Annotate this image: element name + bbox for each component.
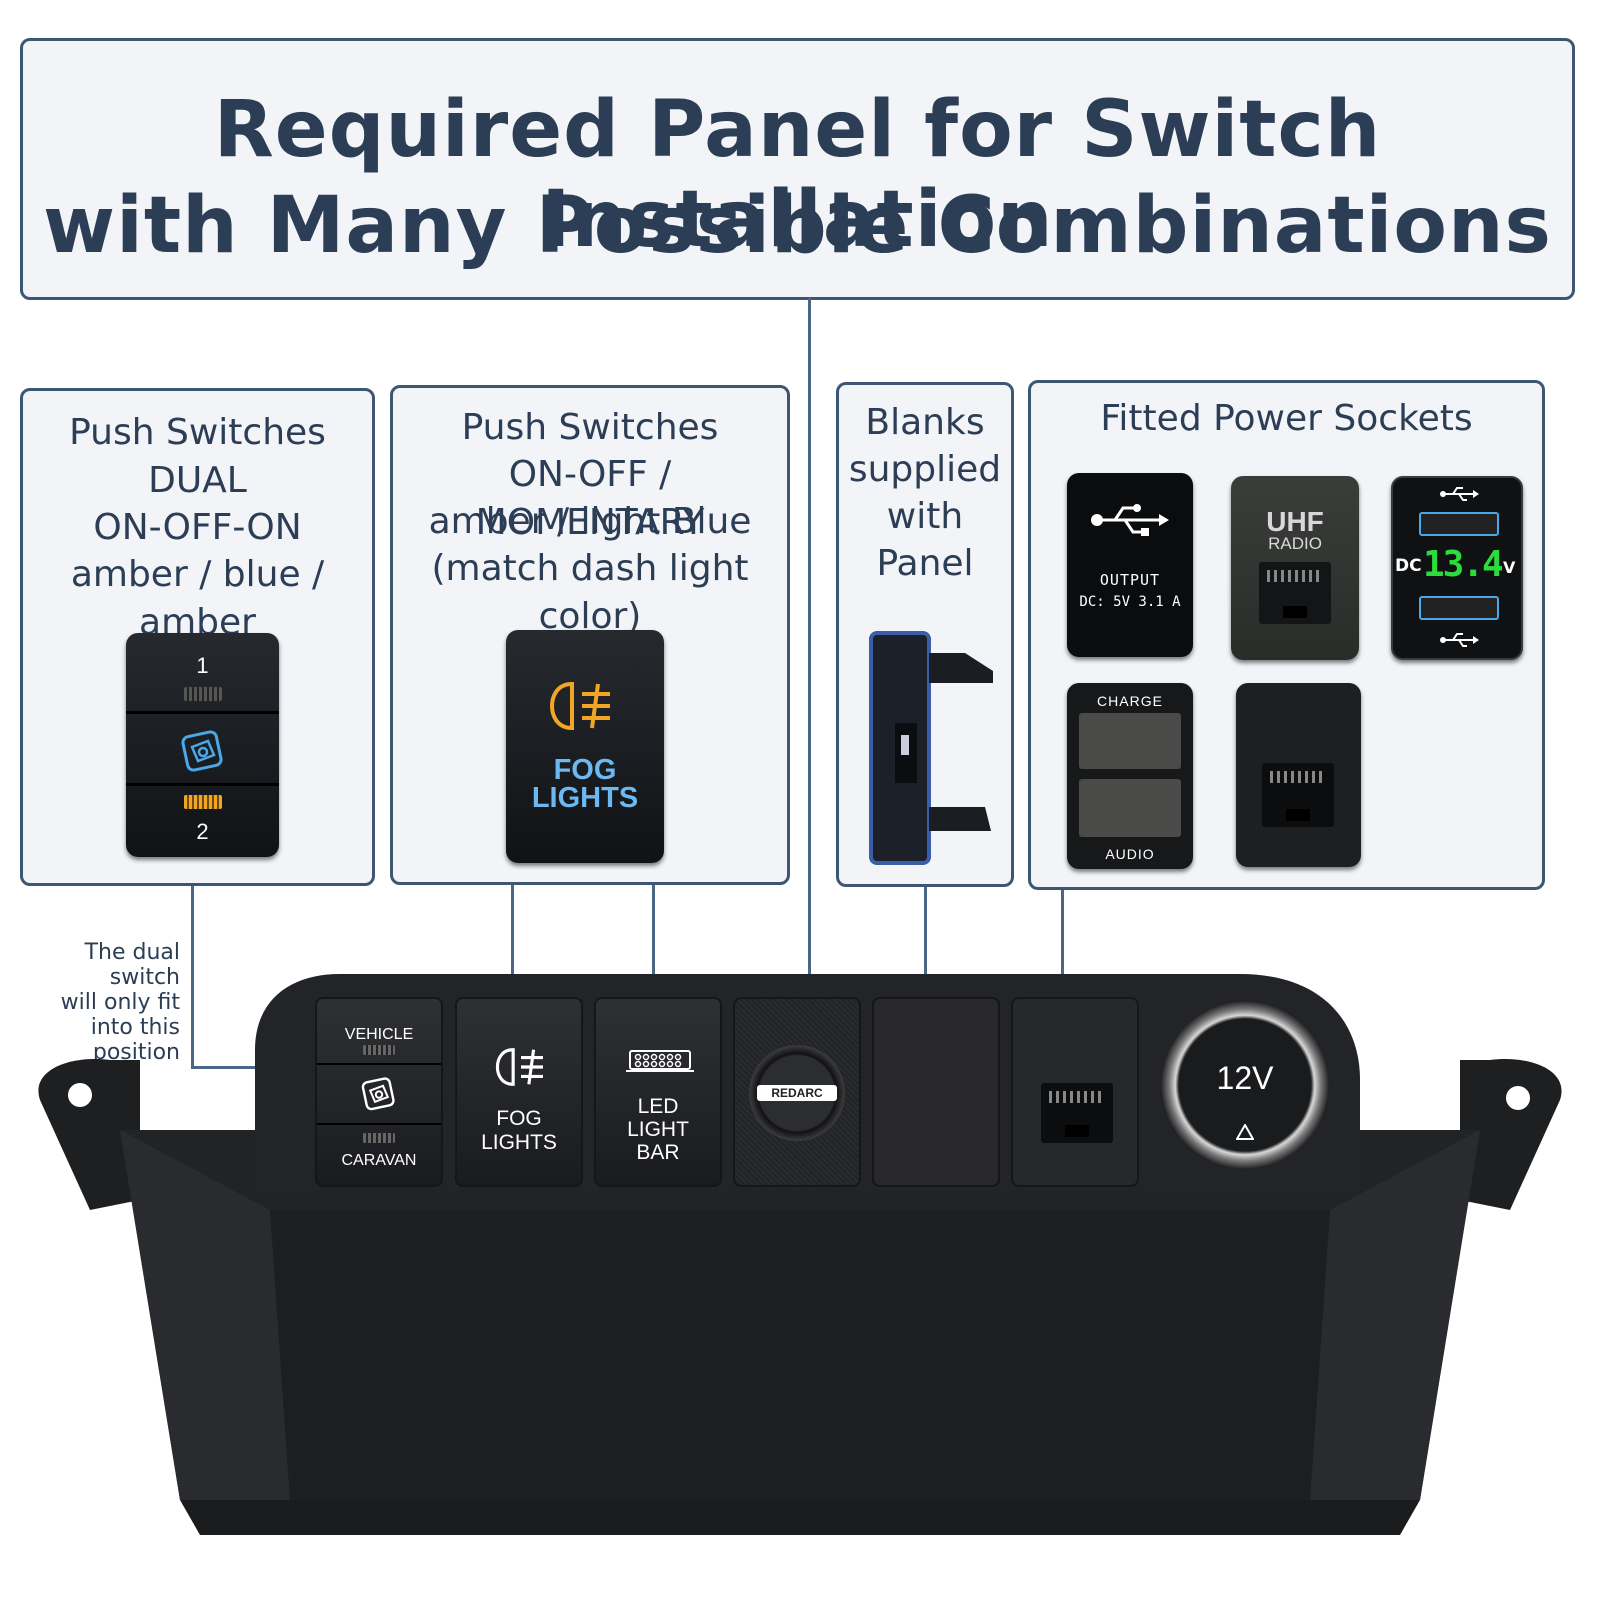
connector-socket xyxy=(1061,889,1064,996)
usb-output-socket: OUTPUT DC: 5V 3.1 A xyxy=(1067,473,1193,657)
title-line-2: with Many Possible Combinations xyxy=(43,181,1552,271)
title-line-1: Required Panel for Switch Installation xyxy=(213,85,1382,265)
dash-panel: VEHICLE CARAVAN FOG LIGHTS xyxy=(0,960,1600,1580)
panel-camera-cube-icon xyxy=(359,1073,399,1113)
panel-dual-label-top: VEHICLE xyxy=(344,1026,414,1043)
uhf-radio-label: RADIO xyxy=(1268,534,1322,553)
dual-switch-callout: Push Switches DUAL ON-OFF-ON amber / blu… xyxy=(20,388,375,886)
dual-callout-line-3: ON-OFF-ON xyxy=(93,507,302,548)
blanks-callout-line-3: with xyxy=(886,496,964,537)
connector-dual-v xyxy=(191,884,194,1069)
charge-port-cover xyxy=(1079,713,1181,769)
dual-switch-number-1: 1 xyxy=(196,653,209,678)
note-line-1: The dual switch xyxy=(84,940,180,990)
panel-fog-label-2: LIGHTS xyxy=(481,1131,557,1154)
audio-label: AUDIO xyxy=(1105,846,1155,862)
usb-port-bottom xyxy=(1419,596,1499,620)
voltmeter-reading: 13.4 xyxy=(1423,544,1504,585)
connector-led xyxy=(652,884,655,996)
rj45-socket xyxy=(1236,683,1361,867)
12v-label: 12V xyxy=(1216,1060,1274,1096)
push-callout-line-2: ON-OFF / MOMENTARY xyxy=(475,454,705,543)
usb-icon-bottom xyxy=(1439,632,1479,648)
panel-led-label-2: LIGHT xyxy=(627,1118,689,1141)
led-light-bar-icon xyxy=(624,1047,696,1075)
sockets-callout: Fitted Power Sockets OUTPUT DC: 5V 3.1 A… xyxy=(1028,380,1545,890)
charge-audio-socket: CHARGE AUDIO xyxy=(1067,683,1193,869)
uhf-radio-socket: UHF RADIO xyxy=(1231,476,1359,660)
connector-fog xyxy=(511,884,514,996)
camera-cube-icon xyxy=(178,725,228,775)
usb-icon-top xyxy=(1439,486,1479,502)
panel-fog-icon xyxy=(493,1045,549,1089)
panel-led-label-1: LED xyxy=(637,1095,679,1118)
sockets-callout-title: Fitted Power Sockets xyxy=(1100,398,1473,439)
triangle-icon xyxy=(1235,1122,1255,1140)
rj45-port-icon xyxy=(1259,562,1331,624)
panel-led-bar-switch[interactable]: LED LIGHT BAR xyxy=(594,997,722,1187)
connector-blank xyxy=(924,886,927,996)
panel-dual-label-bottom: CARAVAN xyxy=(341,1152,417,1169)
note-line-2: will only fit xyxy=(60,990,180,1015)
usb-output-spec: DC: 5V 3.1 A xyxy=(1079,594,1181,610)
blanks-callout-line-2: supplied xyxy=(848,449,1002,490)
push-callout-line-4: (match dash light color) xyxy=(431,548,749,637)
voltmeter-dc-label: DC xyxy=(1395,556,1422,576)
voltmeter-usb-socket: DC 13.4 V xyxy=(1391,476,1523,660)
panel-blank-plate xyxy=(872,997,1000,1187)
panel-fog-switch[interactable]: FOG LIGHTS xyxy=(455,997,583,1187)
blanks-callout-line-1: Blanks xyxy=(865,402,985,443)
dual-switch: 1 2 xyxy=(126,633,279,857)
blank-plate-image xyxy=(865,631,1001,867)
connector-title xyxy=(808,298,811,974)
connector-dual-h xyxy=(191,1066,301,1069)
usb-icon xyxy=(1089,503,1169,537)
fog-switch-label-1: FOG xyxy=(553,754,617,786)
uhf-label: UHF xyxy=(1266,506,1324,537)
title-callout: Required Panel for Switch Installation w… xyxy=(20,38,1575,300)
panel-fog-label-1: FOG xyxy=(496,1107,542,1130)
dual-callout-line-2: DUAL xyxy=(148,460,247,501)
push-switch-callout: Push Switches ON-OFF / MOMENTARY amber /… xyxy=(390,385,790,885)
usb-output-label: OUTPUT xyxy=(1099,571,1161,589)
redarc-logo: REDARC xyxy=(757,1085,837,1101)
voltmeter-unit: V xyxy=(1503,558,1516,577)
dual-callout-line-1: Push Switches xyxy=(69,412,326,453)
panel-led-label-3: BAR xyxy=(636,1141,680,1164)
usb-port-top xyxy=(1419,512,1499,536)
push-callout-line-1: Push Switches xyxy=(461,407,719,448)
dual-led-top xyxy=(184,687,222,701)
push-callout-line-3: amber / light Blue xyxy=(428,501,752,542)
fog-light-switch: FOG LIGHTS xyxy=(506,630,664,863)
panel-rj45-port-icon xyxy=(1041,1083,1113,1143)
fog-switch-label-2: LIGHTS xyxy=(531,782,639,814)
panel-rj45-socket[interactable] xyxy=(1011,997,1139,1187)
rj45-port-icon-2 xyxy=(1262,763,1334,827)
blanks-callout: Blanks supplied with Panel xyxy=(836,382,1014,887)
panel-dual-switch[interactable]: VEHICLE CARAVAN xyxy=(315,997,443,1187)
audio-port-cover xyxy=(1079,779,1181,837)
12v-socket[interactable]: 12V xyxy=(1160,1000,1330,1170)
dual-led-bottom xyxy=(184,795,222,809)
charge-label: CHARGE xyxy=(1097,693,1163,709)
fog-light-icon xyxy=(548,678,616,734)
dual-switch-number-2: 2 xyxy=(196,819,209,844)
panel-redarc-controller[interactable]: REDARC xyxy=(733,997,861,1187)
blanks-callout-line-4: Panel xyxy=(876,543,974,584)
redarc-dial[interactable]: REDARC xyxy=(749,1045,845,1141)
